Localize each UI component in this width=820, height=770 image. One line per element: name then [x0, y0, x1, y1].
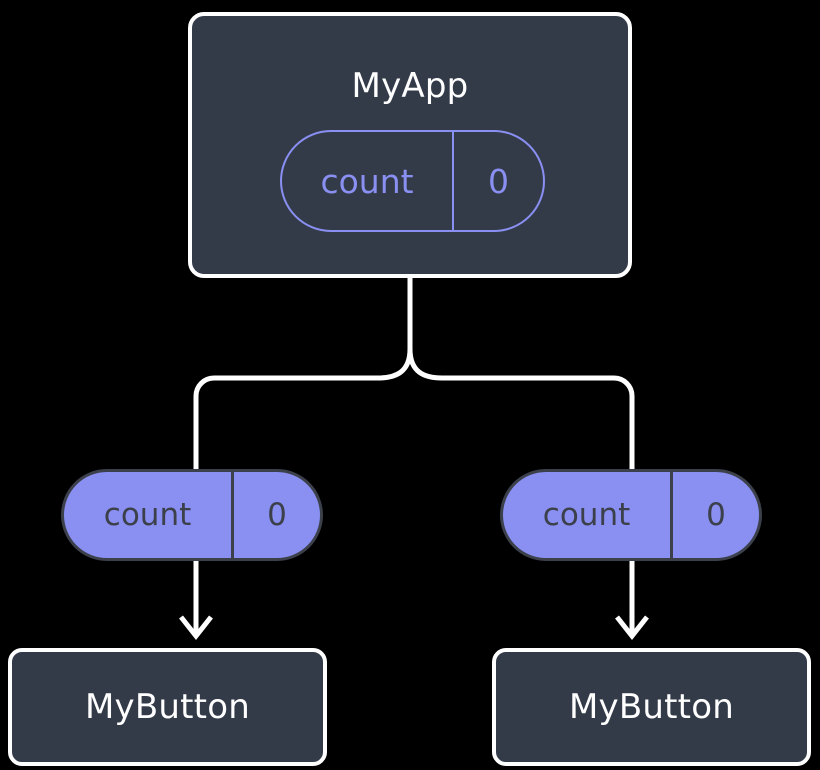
prop-pill-key: count [103, 496, 192, 533]
prop-pill-value: 0 [670, 472, 759, 558]
edge-fork-right [407, 348, 635, 470]
arrowhead-right-icon [615, 615, 649, 641]
component-node-mybutton-right[interactable]: MyButton [492, 648, 811, 766]
component-label-mybutton-left: MyButton [85, 687, 250, 727]
component-node-mybutton-left[interactable]: MyButton [8, 648, 327, 766]
component-label-mybutton-right: MyButton [569, 687, 734, 727]
prop-pill-right[interactable]: count 0 [500, 469, 762, 561]
prop-pill-key: count [542, 496, 631, 533]
state-pill-value: 0 [452, 132, 543, 230]
state-pill-myapp[interactable]: count 0 [280, 130, 545, 232]
prop-pill-value: 0 [231, 472, 320, 558]
edge-fork-left [193, 348, 413, 470]
arrowhead-left-icon [179, 615, 213, 641]
prop-pill-left[interactable]: count 0 [61, 469, 323, 561]
component-label-myapp: MyApp [351, 66, 469, 106]
state-pill-key: count [320, 161, 414, 201]
